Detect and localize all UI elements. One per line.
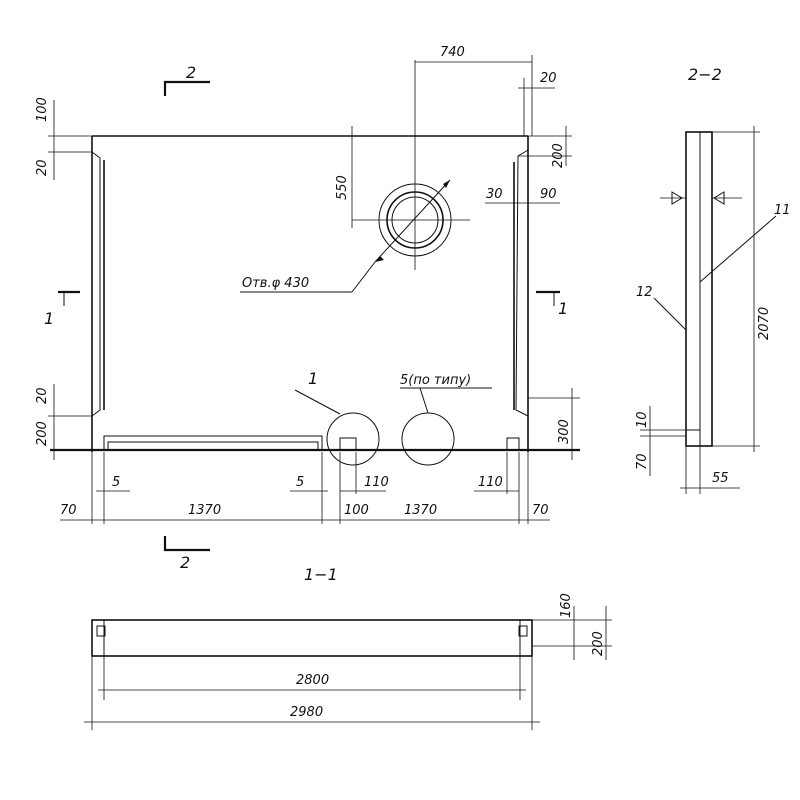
- section-2-2-body: [685, 131, 713, 447]
- dim-90: 90: [540, 187, 557, 202]
- section-2-2-view: 2−2 2070 11 12 10 70 55: [635, 65, 791, 494]
- dim-70: 70: [635, 453, 650, 470]
- hole-label: Отв.φ 430: [242, 276, 309, 291]
- bottom-notch-right: [506, 437, 520, 451]
- callout-circle-5: [401, 412, 455, 466]
- dim-5-left: 5: [112, 475, 120, 490]
- section-mark-2-bottom: [163, 536, 210, 552]
- dim-2980: 2980: [290, 705, 323, 720]
- dim-200-right: 200: [551, 143, 566, 168]
- arrow-left-head: [671, 191, 683, 205]
- callout-12: 12: [636, 285, 653, 300]
- dim-100-mid: 100: [344, 503, 369, 518]
- hole-diameter-line: [374, 179, 451, 263]
- dim-10: 10: [635, 411, 650, 428]
- dim-200-left: 200: [35, 421, 50, 446]
- section-2-top: 2: [186, 63, 196, 82]
- dim-20-top-right: 20: [540, 71, 557, 86]
- callout-12-leader: [653, 297, 687, 331]
- dim-70-left: 70: [60, 503, 77, 518]
- section-2-2-title: 2−2: [688, 65, 722, 84]
- section-1-left: 1: [44, 309, 54, 328]
- callout-circle-1: [326, 412, 380, 466]
- hole-leader: [351, 261, 376, 293]
- dim-1370-right: 1370: [404, 503, 437, 518]
- right-rib-outline: [515, 149, 529, 417]
- callout-5: 5(по типу): [400, 373, 471, 388]
- dim-55: 55: [712, 471, 729, 486]
- section-mark-2-top: [163, 80, 210, 96]
- dim-100-left: 100: [35, 97, 50, 122]
- section-1-1-body: [91, 619, 533, 657]
- dim-110-right: 110: [478, 475, 503, 490]
- left-rib-outline: [91, 151, 101, 417]
- hole-arrow-2: [375, 256, 384, 262]
- dim-30: 30: [486, 187, 503, 202]
- dim-5-mid: 5: [296, 475, 304, 490]
- dim-20-left-top: 20: [35, 159, 50, 176]
- dim-160: 160: [559, 593, 574, 618]
- callout-1: 1: [308, 369, 318, 388]
- dim-110-mid: 110: [364, 475, 389, 490]
- section-1-1-left-notch: [96, 625, 106, 637]
- callout-11: 11: [774, 203, 791, 218]
- callout-11-leader: [699, 215, 777, 283]
- dim-200: 200: [591, 631, 606, 656]
- dim-740: 740: [440, 45, 465, 60]
- dim-1370-left: 1370: [188, 503, 221, 518]
- section-2-2-base: [686, 429, 701, 446]
- dim-300-right: 300: [557, 419, 572, 444]
- dim-70-right: 70: [532, 503, 549, 518]
- hole-arrow-1: [443, 180, 450, 188]
- bottom-channel-left: [103, 435, 323, 450]
- bottom-notch-mid: [339, 437, 357, 451]
- main-view: Отв.φ 430 740 20 200 30 90 550 100 20 20…: [35, 45, 580, 572]
- section-1-1-right-notch: [518, 625, 528, 637]
- section-1-1-title: 1−1: [304, 565, 338, 584]
- dim-2800: 2800: [296, 673, 329, 688]
- bottom-channel-left-inner: [107, 441, 319, 450]
- section-1-1-view: 1−1 160 200 2800 2980: [84, 565, 612, 730]
- dim-20-left-bottom: 20: [35, 387, 50, 404]
- section-1-right: 1: [558, 299, 568, 318]
- callout-5-leader: [419, 387, 429, 414]
- callout-1-leader: [294, 389, 341, 415]
- dim-550: 550: [335, 175, 350, 200]
- dim-2070: 2070: [757, 307, 772, 340]
- section-2-bottom: 2: [180, 553, 190, 572]
- arrow-right-head: [713, 191, 725, 205]
